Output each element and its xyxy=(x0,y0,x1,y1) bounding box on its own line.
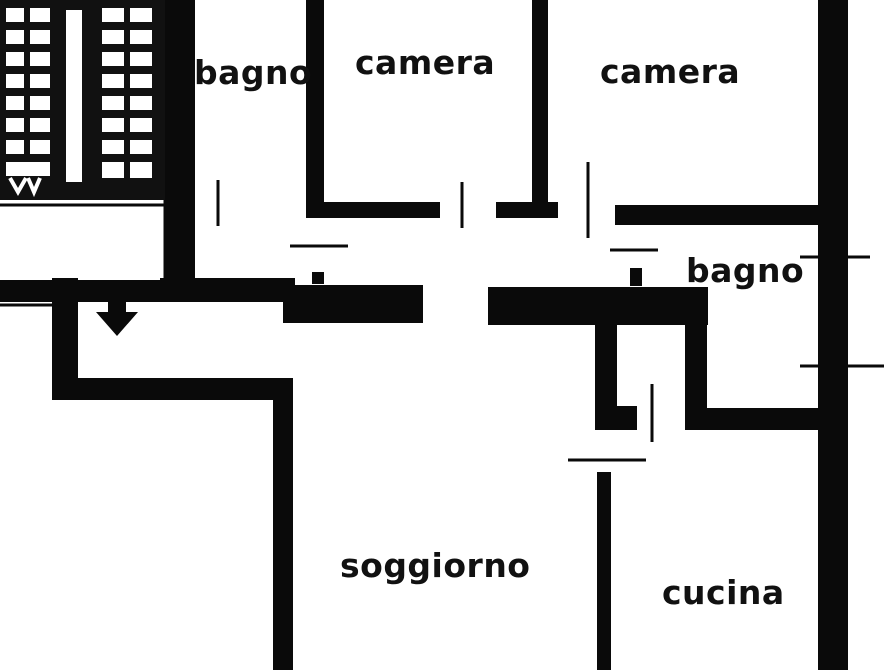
entry-arrow-icon xyxy=(96,286,138,336)
stair-steps xyxy=(6,8,152,182)
room-label-cucina: cucina xyxy=(662,573,785,612)
stair-arrow-icon xyxy=(8,177,42,198)
door-marks xyxy=(216,162,884,462)
room-label-bagno-2: bagno xyxy=(686,251,804,290)
room-label-camera-1: camera xyxy=(355,43,495,82)
room-label-bagno-1: bagno xyxy=(194,53,312,92)
staircase xyxy=(0,0,170,278)
room-label-soggiorno: soggiorno xyxy=(340,546,530,585)
walls xyxy=(0,0,848,670)
room-label-camera-2: camera xyxy=(600,52,740,91)
